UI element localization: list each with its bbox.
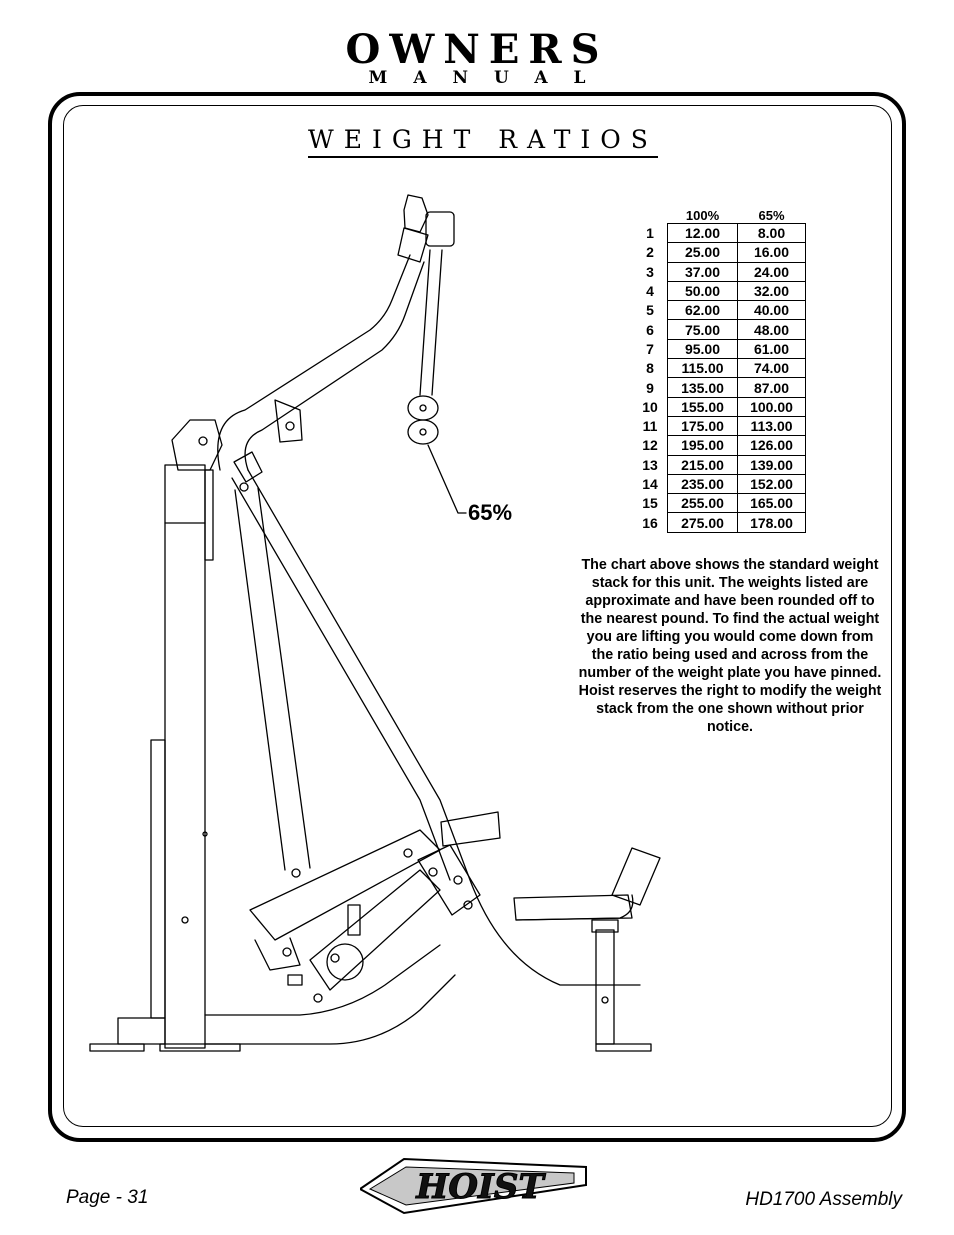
page-frame-outer [48, 92, 906, 1142]
plate-number: 12 [642, 437, 658, 454]
ratio-weight: 48.00 [737, 319, 806, 340]
section-title: WEIGHT RATIOS [308, 126, 658, 158]
upper-pulley [407, 395, 439, 421]
plate-number: 4 [646, 283, 654, 300]
full-weight: 155.00 [667, 396, 738, 417]
lever-arm [249, 829, 441, 941]
plate-number: 15 [642, 495, 658, 512]
weight-stack-note: The chart above shows the standard weigh… [578, 557, 882, 735]
ratio-weight: 32.00 [737, 280, 806, 302]
ratio-weight: 8.00 [737, 222, 806, 244]
ratio-weight: 113.00 [737, 415, 806, 437]
ratio-callout-label: 65% [468, 500, 513, 525]
hoist-logo: HOIST [360, 1157, 587, 1215]
ratio-weight: 40.00 [737, 300, 806, 321]
full-weight: 115.00 [667, 358, 738, 379]
ratio-weight: 61.00 [737, 338, 806, 360]
full-weight: 135.00 [667, 377, 738, 398]
front-foot [595, 1043, 652, 1052]
plate-number: 16 [642, 514, 658, 531]
ratio-weight: 16.00 [737, 242, 806, 263]
plate-number: 9 [646, 379, 654, 396]
full-weight: 62.00 [667, 300, 738, 321]
full-weight: 275.00 [667, 512, 738, 533]
plate-number: 8 [646, 360, 654, 377]
plate-number: 11 [642, 418, 658, 435]
column-header-65: 65% [758, 207, 785, 223]
column-header-100: 100% [685, 207, 720, 223]
seat-pad [513, 894, 633, 921]
chest-pad [440, 811, 501, 847]
full-weight: 175.00 [667, 415, 738, 437]
page-number: Page - 31 [66, 1187, 149, 1208]
full-weight: 37.00 [667, 261, 738, 282]
full-weight: 12.00 [667, 222, 738, 244]
full-weight: 95.00 [667, 338, 738, 360]
plate-number: 3 [646, 263, 654, 280]
main-upright [164, 464, 206, 1049]
plate-number: 1 [646, 225, 654, 242]
ratio-weight: 139.00 [737, 454, 806, 475]
manual-subtitle: MANUAL [368, 68, 612, 88]
stack-guard [150, 739, 166, 1019]
page-frame-inner [63, 105, 892, 1127]
lower-pulley [407, 419, 439, 445]
plate-number: 7 [646, 340, 654, 357]
plate-number: 10 [642, 398, 658, 415]
ratio-weight: 24.00 [737, 261, 806, 282]
full-weight: 195.00 [667, 435, 738, 456]
ratio-weight: 152.00 [737, 473, 806, 495]
svg-text:HOIST: HOIST [415, 1167, 546, 1207]
ratio-weight: 87.00 [737, 377, 806, 398]
plate-number: 2 [646, 244, 654, 261]
rear-foot [89, 1043, 145, 1052]
plate-number: 14 [642, 476, 658, 492]
full-weight: 75.00 [667, 319, 738, 340]
ratio-weight: 100.00 [737, 396, 806, 417]
ratio-weight: 74.00 [737, 358, 806, 379]
ratio-weight: 165.00 [737, 493, 806, 514]
manual-title: OWNERS [345, 26, 609, 73]
plate-number: 13 [642, 456, 658, 473]
full-weight: 215.00 [667, 454, 738, 475]
full-weight: 235.00 [667, 473, 738, 495]
back-pad [611, 847, 661, 906]
document-title: HD1700 Assembly [745, 1189, 902, 1210]
ratio-weight: 126.00 [737, 435, 806, 456]
seat-post [595, 929, 615, 1045]
plate-number: 6 [646, 321, 654, 338]
full-weight: 50.00 [667, 280, 738, 302]
ratio-weight: 178.00 [737, 512, 806, 533]
plate-number: 5 [646, 302, 654, 319]
full-weight: 255.00 [667, 493, 738, 514]
full-weight: 25.00 [667, 242, 738, 263]
